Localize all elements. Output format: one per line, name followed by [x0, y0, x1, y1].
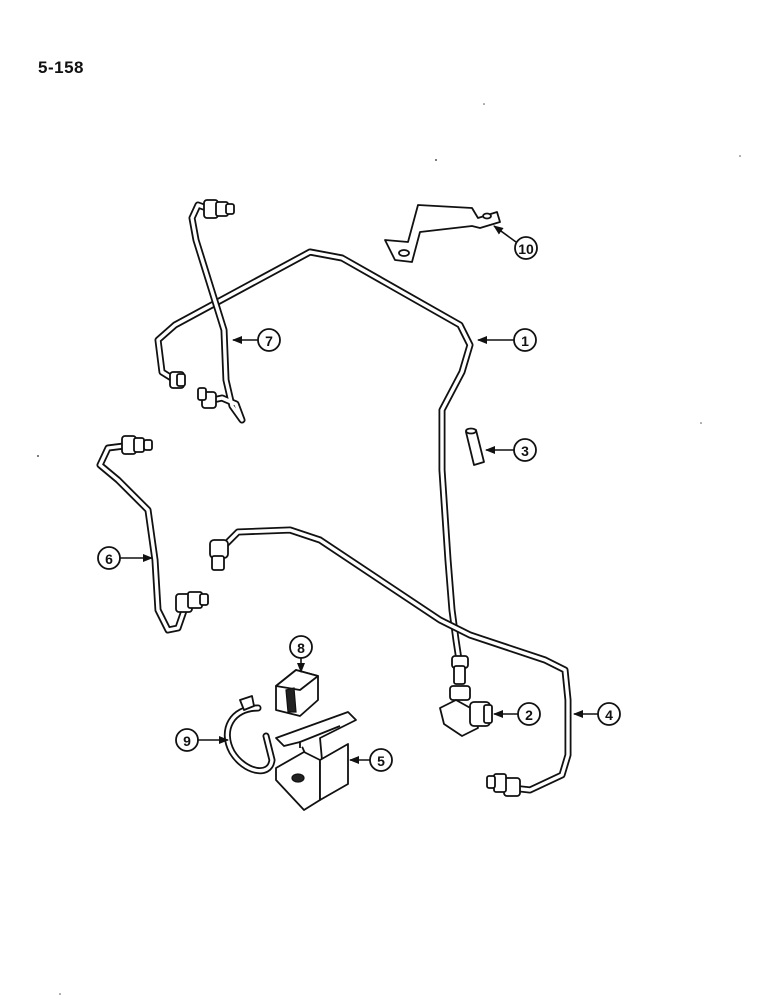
callout-7: 7: [257, 328, 281, 352]
callout-5: 5: [369, 748, 393, 772]
callout-label: 6: [105, 551, 113, 567]
callout-label: 7: [265, 333, 273, 349]
callout-2: 2: [517, 702, 541, 726]
page-number: 5-158: [38, 58, 84, 77]
callout-label: 8: [297, 640, 305, 656]
elbow-fitting-part-2: [439, 685, 493, 737]
tube-part-4: [209, 526, 572, 797]
scan-specks: [37, 103, 741, 995]
callout-label: 4: [605, 707, 613, 723]
callout-10: 10: [514, 236, 538, 260]
callout-4: 4: [597, 702, 621, 726]
callout-8: 8: [289, 635, 313, 659]
support-clip-part-5: [275, 711, 357, 811]
callout-1: 1: [513, 328, 537, 352]
tube-part-6: [96, 435, 209, 634]
tube-part-7: [188, 199, 246, 424]
callout-label: 5: [377, 753, 385, 769]
tube-part-1: [154, 248, 474, 685]
leader-10: [493, 225, 517, 243]
callout-label: 10: [518, 241, 534, 257]
callout-6: 6: [97, 546, 121, 570]
callout-label: 9: [183, 733, 191, 749]
callout-3: 3: [513, 438, 537, 462]
callout-label: 2: [525, 707, 533, 723]
callout-label: 1: [521, 333, 529, 349]
bracket-part-10: [384, 204, 501, 263]
clamp-ring-part-9: [223, 695, 276, 775]
callout-9: 9: [175, 728, 199, 752]
insert-part-8: [275, 669, 319, 717]
sleeve-part-3: [465, 427, 485, 466]
callout-label: 3: [521, 443, 529, 459]
